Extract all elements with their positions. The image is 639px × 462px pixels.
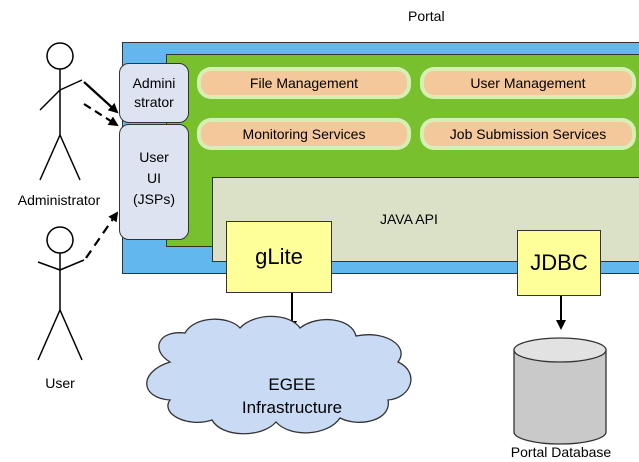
user-ui-line1: User (139, 149, 169, 165)
jdbc-box: JDBC (517, 230, 601, 296)
administrator-ui-line2: strator (134, 94, 174, 110)
administrator-ui-box: Admini strator (119, 63, 189, 123)
user-ui-box: User UI (JSPs) (119, 124, 189, 240)
user-ui-line2: UI (147, 170, 161, 186)
user-management-label: User Management (424, 71, 632, 95)
administrator-actor-icon (39, 42, 83, 181)
user-to-userui-arrow (85, 211, 119, 259)
administrator-label: Administrator (17, 192, 101, 208)
egee-cloud-icon (146, 315, 412, 435)
file-management-label: File Management (201, 71, 407, 95)
monitoring-services-label: Monitoring Services (201, 122, 407, 146)
administrator-to-admin-arrow (83, 81, 119, 114)
monitoring-services-service: Monitoring Services (197, 118, 411, 150)
user-actor-icon (37, 226, 85, 361)
user-management-service: User Management (420, 67, 636, 99)
portal-database-label: Portal Database (510, 444, 612, 460)
user-ui-line3: (JSPs) (133, 191, 175, 207)
job-submission-services-label: Job Submission Services (424, 122, 632, 146)
egee-label-line2: Infrastructure (241, 398, 343, 417)
java-api-label: JAVA API (380, 211, 438, 227)
portal-database-icon (513, 337, 607, 445)
administrator-ui-line1: Admini (132, 75, 176, 91)
administrator-to-userui-arrow (83, 103, 119, 127)
job-submission-services-service: Job Submission Services (420, 118, 636, 150)
portal-title: Portal (408, 8, 445, 24)
user-label: User (45, 375, 75, 391)
egee-label-line1: EGEE (268, 375, 316, 394)
file-management-service: File Management (197, 67, 411, 99)
egee-label: EGEE Infrastructure (232, 373, 352, 419)
jdbc-label: JDBC (530, 250, 588, 275)
glite-label: gLite (255, 244, 303, 269)
glite-box: gLite (226, 221, 332, 293)
